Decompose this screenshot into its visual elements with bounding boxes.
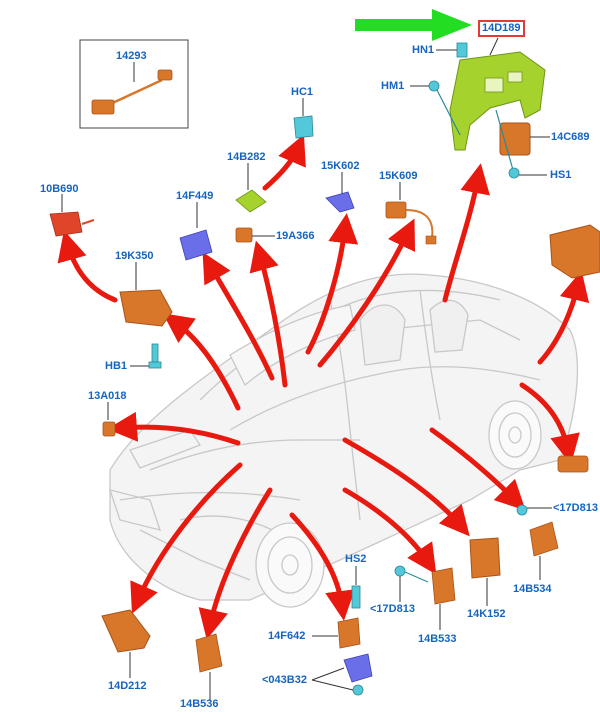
- part-14k152: [469, 537, 501, 606]
- part-hs1: [495, 109, 547, 179]
- part-14b282: [235, 163, 267, 213]
- label-14b282: 14B282: [227, 151, 266, 163]
- part-15k602: [325, 172, 355, 213]
- part-rear-sensor: [557, 455, 589, 473]
- label-hm1: HM1: [381, 80, 405, 92]
- part-rear-module: [549, 224, 600, 279]
- label-17d813-left: <17D813: [370, 603, 415, 615]
- part-10b690: [49, 194, 95, 237]
- label-15k602: 15K602: [321, 160, 360, 172]
- label-hs1: HS1: [550, 169, 572, 181]
- label-hn1: HN1: [412, 44, 435, 56]
- part-14d212: [101, 609, 151, 678]
- arrow-to-17d813-right: [429, 427, 526, 511]
- red-arrows: [57, 134, 590, 640]
- part-19k350: [119, 262, 173, 327]
- label-14b533: 14B533: [418, 633, 457, 645]
- label-14293: 14293: [116, 50, 147, 62]
- part-hm1: [410, 80, 461, 136]
- label-10b690: 10B690: [40, 183, 79, 195]
- label-19k350: 19K350: [115, 250, 154, 262]
- part-15k609: [385, 182, 437, 245]
- arrow-to-14b282: [249, 240, 288, 388]
- part-043b32: [311, 653, 373, 696]
- arrow-to-10b690: [57, 230, 118, 303]
- arrow-to-15k609: [317, 218, 416, 368]
- part-14b534: [529, 521, 559, 580]
- car-body-illustration: [109, 273, 579, 608]
- label-17d813-right: <17D813: [553, 502, 598, 514]
- part-17d813-left: [394, 565, 429, 602]
- label-19a366: 19A366: [276, 230, 315, 242]
- part-19a366: [235, 227, 275, 243]
- label-13a018: 13A018: [88, 390, 127, 402]
- label-043b32: <043B32: [262, 674, 307, 686]
- label-14d212: 14D212: [108, 680, 147, 692]
- label-hs2: HS2: [345, 553, 367, 565]
- arrow-to-14d212: [130, 462, 243, 614]
- arrow-to-13a018: [107, 411, 241, 446]
- part-hc1: [293, 98, 314, 139]
- label-14b534: 14B534: [513, 583, 552, 595]
- part-hn1: [436, 42, 468, 58]
- arrow-to-14k152: [342, 437, 470, 537]
- part-14b536: [195, 633, 223, 700]
- label-14b536: 14B536: [180, 698, 219, 710]
- arrow-to-hc1: [262, 134, 306, 191]
- arrow-to-rear-module: [537, 270, 590, 365]
- part-14b533: [431, 567, 456, 630]
- green-pointer-arrow: [355, 9, 472, 41]
- arrow-to-14b536: [198, 487, 273, 640]
- label-14k152: 14K152: [467, 608, 506, 620]
- label-hc1: HC1: [291, 86, 314, 98]
- arrow-to-14f642: [289, 512, 355, 621]
- part-13a018: [102, 402, 116, 437]
- part-14d189-bracket: [449, 37, 546, 151]
- part-14c689-module: [499, 122, 550, 156]
- arrow-to-14d189: [442, 163, 490, 303]
- label-15k609: 15K609: [379, 170, 418, 182]
- part-17d813-right: [516, 504, 552, 516]
- arrow-to-15k602: [305, 213, 359, 355]
- part-14f449: [179, 202, 213, 261]
- label-14d189: 14D189: [478, 20, 525, 37]
- part-14f642: [312, 617, 361, 649]
- part-hs2: [351, 566, 361, 609]
- part-14293-harness: [79, 39, 189, 129]
- label-hb1: HB1: [105, 360, 128, 372]
- label-14f642: 14F642: [268, 630, 306, 642]
- label-14f449: 14F449: [176, 190, 214, 202]
- label-14c689: 14C689: [551, 131, 590, 143]
- arrow-to-19k350: [162, 313, 241, 411]
- arrow-to-14b533: [342, 487, 437, 575]
- part-hb1: [130, 343, 162, 369]
- arrow-to-14f449: [202, 251, 275, 381]
- arrow-to-14b534-right: [519, 382, 580, 465]
